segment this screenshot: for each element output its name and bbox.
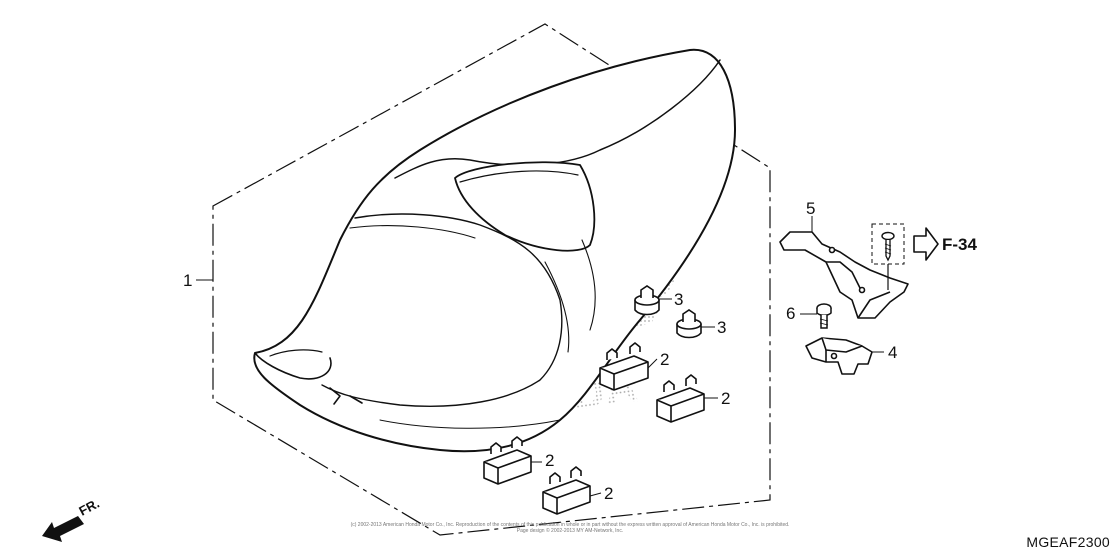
callout-3-b[interactable]: 3 [717,318,726,337]
callout-1[interactable]: 1 [183,271,192,290]
callout-3-a[interactable]: 3 [674,290,683,309]
copyright-notice: (c) 2002-2013 American Honda Motor Co., … [300,522,840,534]
cushion-2[interactable] [676,309,702,339]
rubber-block-4[interactable] [542,466,591,515]
callout-2-d[interactable]: 2 [604,484,613,503]
screw-detail[interactable] [871,223,905,290]
callout-4[interactable]: 4 [888,343,897,362]
copyright-line-2: Page design © 2002-2013 MY AM-Network, I… [516,528,624,534]
kit-boundary [212,23,771,536]
leader-lines [196,216,884,497]
rubber-block-2[interactable] [656,374,705,423]
reference-label[interactable]: F-34 [942,235,978,254]
rubber-block-3[interactable] [483,436,532,485]
front-direction-arrow: FR. [42,496,102,542]
reference-arrow[interactable] [913,227,939,261]
seat-assembly[interactable] [253,48,736,453]
callout-5[interactable]: 5 [806,199,815,218]
callout-6[interactable]: 6 [786,304,795,323]
rubber-block-1[interactable] [599,342,649,391]
callout-2-c[interactable]: 2 [545,451,554,470]
diagram-code: MGEAF2300 [1026,534,1110,550]
seat-lock-hook[interactable] [805,337,873,375]
seat-lock-bracket[interactable] [779,231,909,319]
copyright-line-1: (c) 2002-2013 American Honda Motor Co., … [350,522,790,528]
front-direction-label: FR. [76,496,102,519]
callout-2-b[interactable]: 2 [721,389,730,408]
callout-2-a[interactable]: 2 [660,350,669,369]
bolt[interactable] [816,303,832,329]
cushion-1[interactable] [634,285,660,316]
